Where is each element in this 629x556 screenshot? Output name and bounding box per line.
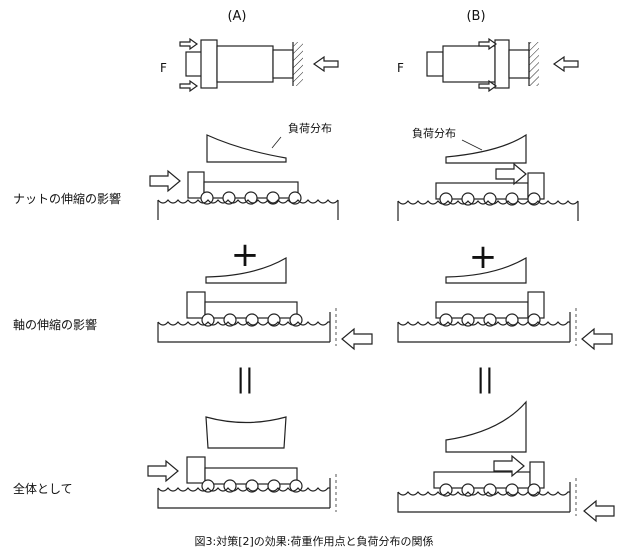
arrow-right-icon — [149, 169, 181, 193]
total-effect-b — [397, 400, 615, 523]
arrow-right-icon — [179, 37, 199, 51]
force-label-a: F — [160, 61, 167, 75]
column-label-b: (B) — [466, 9, 485, 24]
load-distribution-curve — [445, 400, 527, 453]
row-label-nut: ナットの伸縮の影響 — [13, 191, 121, 206]
load-distribution-curve — [205, 416, 287, 449]
load-distribution-curve — [206, 134, 287, 163]
load-distribution-curve — [445, 256, 527, 284]
thread-profile — [397, 491, 570, 496]
force-label-b: F — [397, 61, 404, 75]
arrow-right-icon — [179, 79, 199, 93]
arrow-right-icon — [478, 79, 498, 93]
arrow-left-icon — [341, 327, 373, 351]
equals-sign-b: || — [476, 364, 494, 394]
thread-profile — [157, 321, 330, 326]
thread-profile — [157, 199, 339, 204]
thread-profile — [397, 200, 579, 205]
load-distribution-curve — [445, 133, 527, 164]
load-distribution-label-a: 負荷分布 — [288, 122, 332, 135]
thread-profile — [157, 487, 330, 492]
shaft-effect-a — [157, 256, 373, 351]
column-label-a: (A) — [227, 9, 246, 24]
arrow-left-icon — [312, 55, 339, 73]
arrow-right-icon — [493, 454, 525, 478]
plus-sign-b: + — [469, 237, 498, 277]
arrow-left-icon — [583, 499, 615, 523]
row-label-shaft: 軸の伸縮の影響 — [13, 317, 97, 332]
nut-effect-b: 負荷分布 — [397, 127, 579, 221]
arrow-right-icon — [478, 37, 498, 51]
plus-sign-a: + — [231, 235, 260, 275]
load-distribution-curve — [205, 256, 287, 284]
nut-effect-a: 負荷分布 — [149, 122, 339, 220]
thread-profile — [397, 321, 570, 326]
arrow-right-icon — [147, 459, 179, 483]
schematic-b: F — [397, 37, 579, 93]
total-effect-a — [147, 416, 337, 512]
load-distribution-label-b: 負荷分布 — [412, 127, 456, 140]
arrow-right-icon — [495, 162, 527, 186]
equals-sign-a: || — [236, 364, 254, 394]
row-label-total: 全体として — [13, 481, 73, 496]
schematic-a: F — [160, 37, 339, 93]
figure-caption: 図3:対策[2]の効果:荷重作用点と負荷分布の関係 — [195, 534, 434, 548]
shaft-effect-b — [397, 256, 613, 351]
arrow-left-icon — [581, 327, 613, 351]
arrow-left-icon — [552, 55, 579, 73]
